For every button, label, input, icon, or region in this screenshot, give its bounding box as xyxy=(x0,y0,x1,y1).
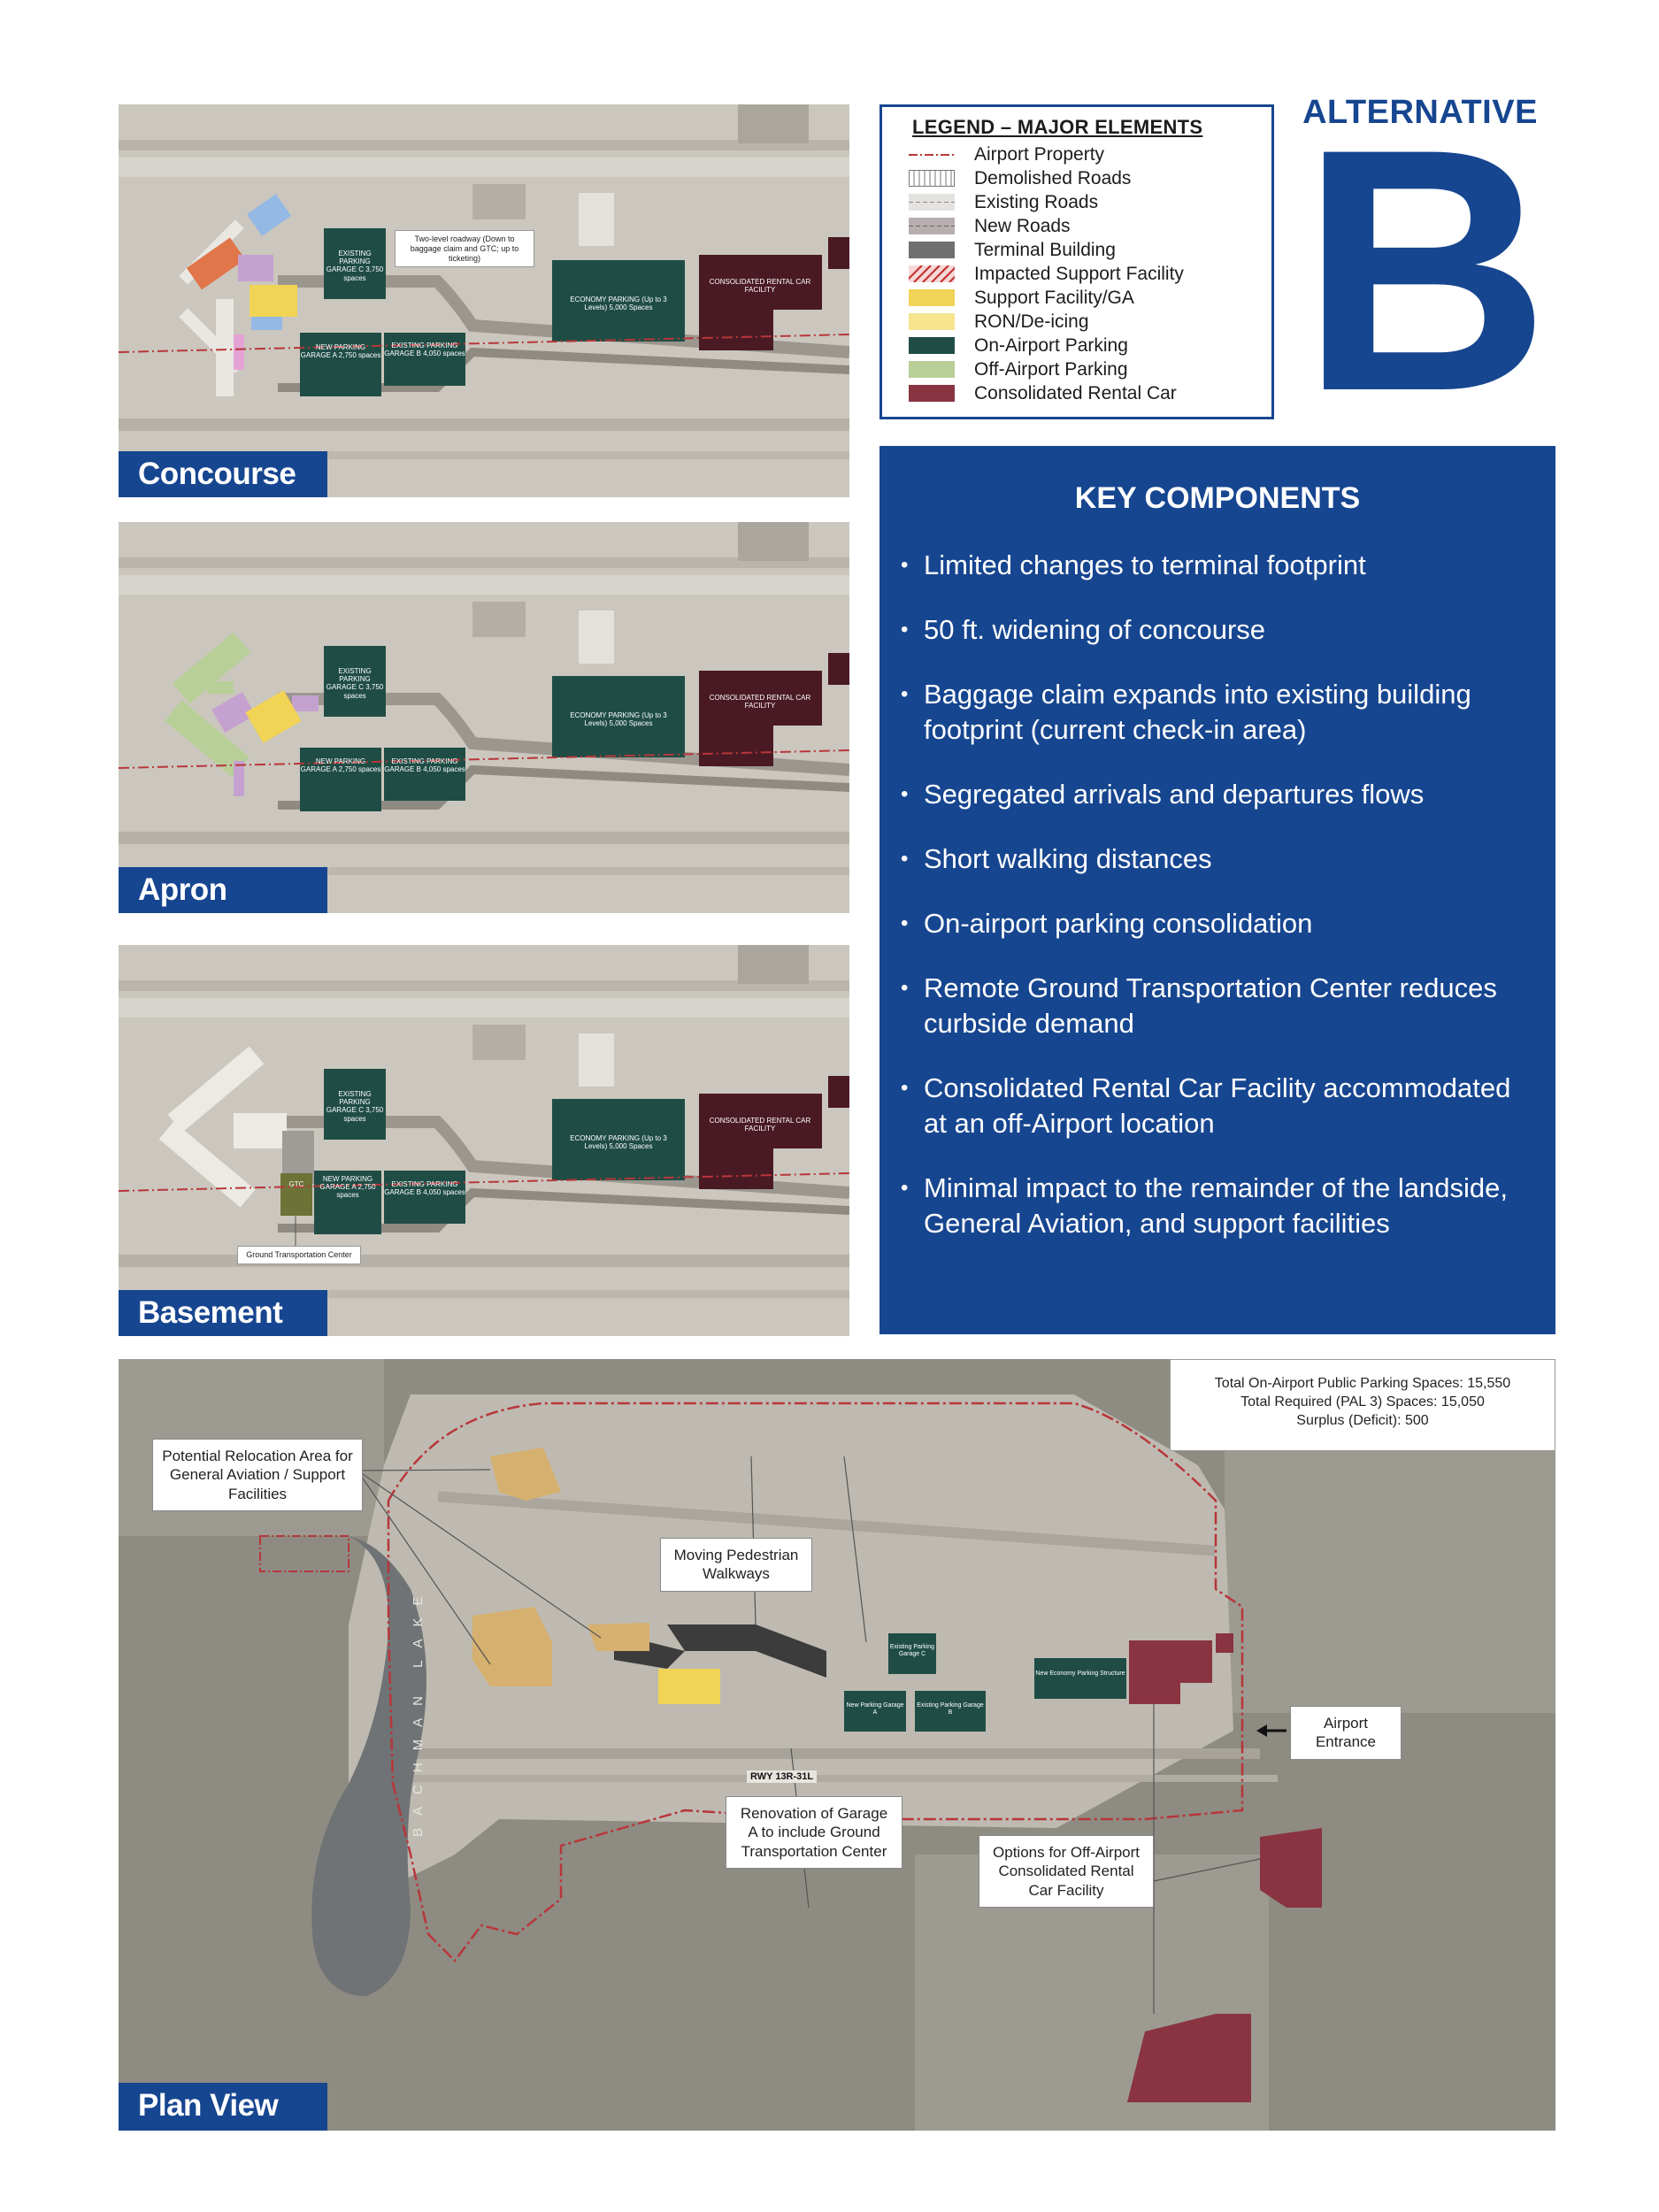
apron-view-label: Apron xyxy=(119,867,327,913)
walkways-callout: Moving Pedestrian Walkways xyxy=(660,1538,812,1592)
key-component-item: Segregated arrivals and departures flows xyxy=(899,777,1536,812)
plan-garage-c-label: Existing Parking Garage C xyxy=(889,1644,935,1657)
concourse-garage-b-label: EXISTING PARKING GARAGE B 4,050 spaces xyxy=(384,342,465,358)
legend-label: On-Airport Parking xyxy=(974,334,1128,356)
stat-total-spaces: Total On-Airport Public Parking Spaces: … xyxy=(1214,1376,1511,1391)
bachman-lake-label: BACHMAN LAKE xyxy=(411,1584,426,1837)
plan-economy-label: New Economy Parking Structure xyxy=(1035,1671,1125,1677)
key-components-title: KEY COMPONENTS xyxy=(1074,481,1361,515)
arrow-left-icon xyxy=(1256,1724,1286,1737)
plan-view-panel: Existing Parking Garage C New Parking Ga… xyxy=(119,1359,1555,2131)
legend-item: Off-Airport Parking xyxy=(909,357,1245,381)
basement-garage-c-label: EXISTING PARKING GARAGE C 3,750 spaces xyxy=(326,1090,384,1123)
legend-label: RON/De-icing xyxy=(974,311,1089,332)
legend-label: Airport Property xyxy=(974,143,1105,165)
legend-label: Off-Airport Parking xyxy=(974,358,1128,380)
legend-label: New Roads xyxy=(974,215,1071,236)
dark-green-box-icon xyxy=(909,337,955,354)
plan-garage-b-label: Existing Parking Garage B xyxy=(917,1702,984,1716)
legend-item: New Roads xyxy=(909,214,1245,238)
apron-garage-b-label: EXISTING PARKING GARAGE B 4,050 spaces xyxy=(384,757,465,774)
legend-item: Consolidated Rental Car xyxy=(909,381,1245,405)
legend-item: Impacted Support Facility xyxy=(909,262,1245,286)
dash-dot-line-icon xyxy=(909,154,955,156)
dashed-box-icon xyxy=(909,194,955,211)
legend-label: Support Facility/GA xyxy=(974,287,1134,308)
concourse-roadway-callout: Two-level roadway (Down to baggage claim… xyxy=(395,230,534,268)
apron-panel: EXISTING PARKING GARAGE C 3,750 spaces N… xyxy=(119,522,849,913)
maroon-box-icon xyxy=(909,385,955,402)
grey-box-icon xyxy=(909,242,955,258)
basement-economy-label: ECONOMY PARKING (Up to 3 Levels) 5,000 S… xyxy=(570,1134,667,1151)
runway-label: RWY 13R-31L xyxy=(747,1770,818,1783)
concourse-aerial-map xyxy=(119,104,849,497)
key-component-item: Baggage claim expands into existing buil… xyxy=(899,677,1536,748)
key-component-item: Limited changes to terminal footprint xyxy=(899,548,1536,583)
rental-car-options-callout: Options for Off-Airport Consolidated Ren… xyxy=(979,1835,1154,1908)
legend-item: Demolished Roads xyxy=(909,166,1245,190)
legend-box: LEGEND – MAJOR ELEMENTS Airport Property… xyxy=(879,104,1274,419)
key-component-item: Consolidated Rental Car Facility accommo… xyxy=(899,1071,1536,1141)
legend-item: Terminal Building xyxy=(909,238,1245,262)
key-component-item: 50 ft. widening of concourse xyxy=(899,612,1536,648)
key-components-box: KEY COMPONENTS Limited changes to termin… xyxy=(879,446,1555,1334)
basement-aerial-map xyxy=(119,945,849,1336)
apron-garage-a-label: NEW PARKING GARAGE A 2,750 spaces xyxy=(300,757,381,774)
legend-item: RON/De-icing xyxy=(909,310,1245,334)
key-component-item: Remote Ground Transportation Center redu… xyxy=(899,971,1536,1041)
dark-dashed-box-icon xyxy=(909,218,955,234)
legend-label: Consolidated Rental Car xyxy=(974,382,1177,403)
basement-view-label: Basement xyxy=(119,1290,327,1336)
stat-surplus: Surplus (Deficit): 500 xyxy=(1296,1413,1429,1429)
alternative-heading: ALTERNATIVE xyxy=(1302,94,1538,131)
key-component-item: On-airport parking consolidation xyxy=(899,906,1536,941)
airport-entrance-callout: Airport Entrance xyxy=(1290,1706,1402,1760)
legend-label: Terminal Building xyxy=(974,239,1116,260)
concourse-rental-label: CONSOLIDATED RENTAL CAR FACILITY xyxy=(709,278,811,295)
parking-stats-box: Total On-Airport Public Parking Spaces: … xyxy=(1170,1359,1555,1451)
apron-rental-label: CONSOLIDATED RENTAL CAR FACILITY xyxy=(709,694,811,710)
stat-required-spaces: Total Required (PAL 3) Spaces: 15,050 xyxy=(1240,1394,1485,1410)
apron-economy-label: ECONOMY PARKING (Up to 3 Levels) 5,000 S… xyxy=(570,711,667,728)
red-hatch-box-icon xyxy=(909,265,955,282)
basement-rental-label: CONSOLIDATED RENTAL CAR FACILITY xyxy=(709,1117,811,1133)
concourse-economy-label: ECONOMY PARKING (Up to 3 Levels) 5,000 S… xyxy=(570,296,667,312)
basement-garage-a-label: NEW PARKING GARAGE A 2,750 spaces xyxy=(319,1175,376,1200)
legend-label: Existing Roads xyxy=(974,191,1099,212)
basement-panel: GTC Ground Transportation Center EXISTIN… xyxy=(119,945,849,1336)
key-component-item: Minimal impact to the remainder of the l… xyxy=(899,1171,1536,1241)
concourse-panel: Two-level roadway (Down to baggage claim… xyxy=(119,104,849,497)
hatched-box-icon xyxy=(909,170,955,187)
key-component-item: Short walking distances xyxy=(899,841,1536,877)
plan-garage-a-label: New Parking Garage A xyxy=(846,1702,904,1716)
legend-item: Existing Roads xyxy=(909,190,1245,214)
basement-garage-b-label: EXISTING PARKING GARAGE B 4,050 spaces xyxy=(384,1180,465,1197)
apron-garage-c-label: EXISTING PARKING GARAGE C 3,750 spaces xyxy=(326,667,384,700)
light-green-box-icon xyxy=(909,361,955,378)
yellow-box-icon xyxy=(909,289,955,306)
plan-view-label: Plan View xyxy=(119,2083,327,2131)
legend-item: On-Airport Parking xyxy=(909,334,1245,357)
light-yellow-box-icon xyxy=(909,313,955,330)
basement-gtc-label: GTC xyxy=(288,1180,304,1188)
basement-gtc-callout: Ground Transportation Center xyxy=(237,1246,361,1264)
legend-title: LEGEND – MAJOR ELEMENTS xyxy=(912,116,1203,138)
legend-label: Impacted Support Facility xyxy=(974,263,1184,284)
concourse-garage-c-label: EXISTING PARKING GARAGE C 3,750 spaces xyxy=(326,250,384,282)
garage-a-renovation-callout: Renovation of Garage A to include Ground… xyxy=(726,1796,902,1869)
concourse-garage-a-label: NEW PARKING GARAGE A 2,750 spaces xyxy=(300,343,381,360)
legend-label: Demolished Roads xyxy=(974,167,1132,188)
alternative-letter: B xyxy=(1301,77,1550,463)
apron-aerial-map xyxy=(119,522,849,913)
legend-item: Support Facility/GA xyxy=(909,286,1245,310)
concourse-view-label: Concourse xyxy=(119,451,327,497)
legend-item: Airport Property xyxy=(909,142,1245,166)
key-components-list: Limited changes to terminal footprint 50… xyxy=(899,548,1536,1241)
relocation-area-callout: Potential Relocation Area for General Av… xyxy=(152,1439,363,1511)
